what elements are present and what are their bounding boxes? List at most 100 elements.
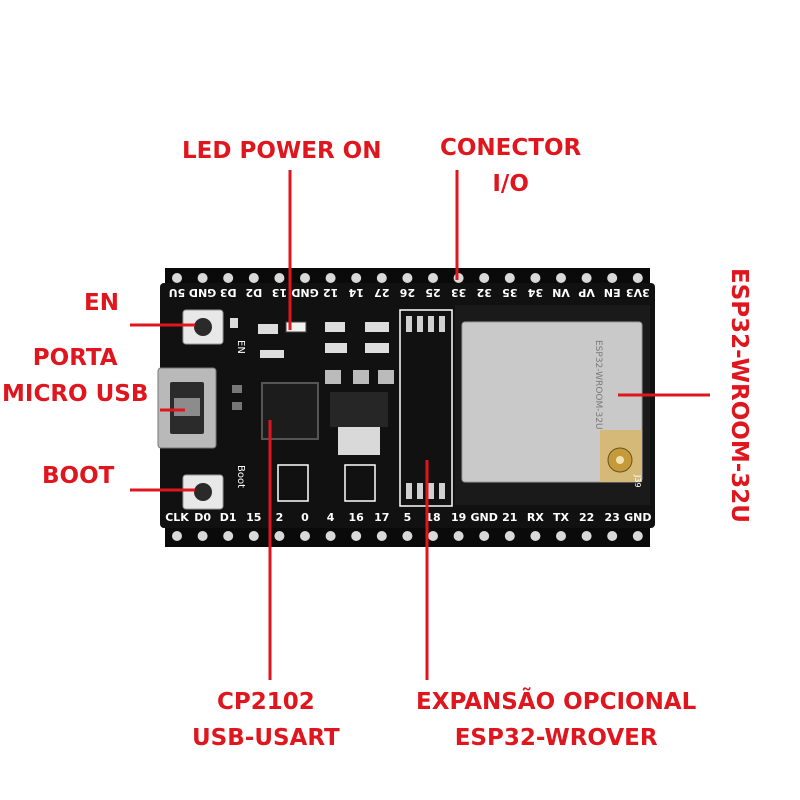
bottom-pin — [351, 531, 362, 541]
bottom-pin — [607, 531, 618, 541]
bottom-pin-label: 22 — [579, 511, 594, 524]
top-pin — [581, 273, 592, 283]
top-pin — [530, 273, 541, 283]
porta-micro-usb-label: PORTA MICRO USB — [2, 340, 148, 412]
bottom-pin — [274, 531, 285, 541]
wrover-pad — [439, 316, 445, 332]
wrover-pad — [428, 483, 434, 499]
top-pin-label: 5U — [169, 286, 186, 299]
top-pin — [504, 273, 515, 283]
shield-text: ESP32-WROOM-32U — [593, 340, 603, 430]
bottom-pin — [376, 531, 387, 541]
cp2102-line1: CP2102 — [216, 689, 315, 715]
top-pin-label: EN — [604, 286, 621, 299]
bottom-pin-label: 17 — [374, 511, 389, 524]
top-pin — [556, 273, 566, 283]
top-pin — [607, 273, 618, 283]
top-pin — [172, 273, 182, 283]
top-pin — [479, 273, 490, 283]
top-pin — [197, 273, 208, 283]
bottom-pin — [479, 531, 490, 541]
top-pin-label: 27 — [374, 286, 389, 299]
bottom-pin-label: 23 — [605, 511, 620, 524]
bottom-pin-label: 19 — [451, 511, 466, 524]
bottom-pin-label: 4 — [327, 511, 335, 524]
top-pin — [274, 273, 285, 283]
bottom-pin-label: GND — [624, 511, 651, 524]
esp32-module — [455, 305, 650, 505]
top-pin — [223, 273, 234, 283]
module-shield — [461, 321, 643, 483]
bottom-pin-label: D0 — [194, 511, 211, 524]
bottom-pin — [504, 531, 515, 541]
leader-lines — [130, 170, 710, 680]
wrover-pad — [428, 316, 434, 332]
bottom-pin-label: 16 — [349, 511, 365, 524]
micro-usb-port[interactable] — [157, 367, 217, 449]
wrover-pad — [417, 483, 423, 499]
en-button[interactable] — [182, 309, 224, 345]
bottom-pin-label: 18 — [425, 511, 440, 524]
bottom-pin — [556, 531, 566, 541]
top-pin — [376, 273, 387, 283]
top-pin — [428, 273, 438, 283]
conector-io-label: CONECTOR I/O — [440, 130, 581, 202]
bottom-pin — [197, 531, 208, 541]
module-label: ESP32-WROOM-32U — [726, 268, 752, 523]
voltage-regulators — [325, 370, 394, 455]
top-pin-label: VN — [552, 286, 570, 299]
bottom-pin — [428, 531, 438, 541]
top-pin-label: 35 — [502, 286, 517, 299]
bottom-pin — [300, 531, 310, 541]
led-power-on-label: LED POWER ON — [182, 138, 382, 164]
bottom-pin — [530, 531, 541, 541]
boot-button[interactable] — [182, 474, 224, 510]
top-pin — [351, 273, 362, 283]
top-pin-label: 32 — [477, 286, 492, 299]
en-label: EN — [84, 290, 119, 316]
bottom-pin-label: RX — [527, 511, 544, 524]
conector-line1: CONECTOR — [440, 135, 582, 161]
top-pin — [248, 273, 259, 283]
antenna-label: J39 — [633, 474, 642, 488]
top-pin — [402, 273, 413, 283]
expansao-line2: ESP32-WROVER — [454, 725, 658, 751]
cp2102-chip — [261, 382, 319, 440]
top-pin-label: VP — [578, 286, 595, 299]
bottom-pin-label: 0 — [301, 511, 309, 524]
porta-line2: MICRO USB — [2, 381, 149, 407]
wrover-pad — [439, 483, 445, 499]
silk-boot-label: Boot — [235, 465, 246, 488]
top-pin-label: GND — [291, 286, 318, 299]
porta-line1: PORTA — [32, 345, 118, 371]
top-pin-label: 33 — [451, 286, 466, 299]
top-pin — [453, 273, 464, 283]
wrover-pad — [406, 483, 412, 499]
top-pin — [325, 273, 336, 283]
top-pin — [300, 273, 310, 283]
cp2102-label: CP2102 USB-USART — [192, 684, 340, 756]
top-pin-label: 13 — [272, 286, 287, 299]
bottom-pin — [402, 531, 413, 541]
bottom-pin-label: D1 — [220, 511, 237, 524]
bottom-pin-label: CLK — [165, 511, 189, 524]
bottom-pin-label: 21 — [502, 511, 517, 524]
top-pin-label: D3 — [220, 286, 237, 299]
bottom-pin-dots — [172, 531, 643, 541]
power-led — [285, 321, 307, 333]
bottom-pin — [453, 531, 464, 541]
bottom-pin — [248, 531, 259, 541]
top-pin-label: 14 — [348, 286, 364, 299]
bottom-pin-label: 5 — [404, 511, 412, 524]
top-pin-label: 26 — [399, 286, 415, 299]
cp2102-line2: USB-USART — [192, 725, 340, 751]
smd-components — [230, 318, 389, 410]
top-pin-label: GND — [189, 286, 216, 299]
bottom-pin-label: 15 — [246, 511, 261, 524]
expansao-line1: EXPANSÃO OPCIONAL — [416, 689, 697, 715]
top-pin-dots — [172, 273, 643, 283]
top-pin — [632, 273, 643, 283]
